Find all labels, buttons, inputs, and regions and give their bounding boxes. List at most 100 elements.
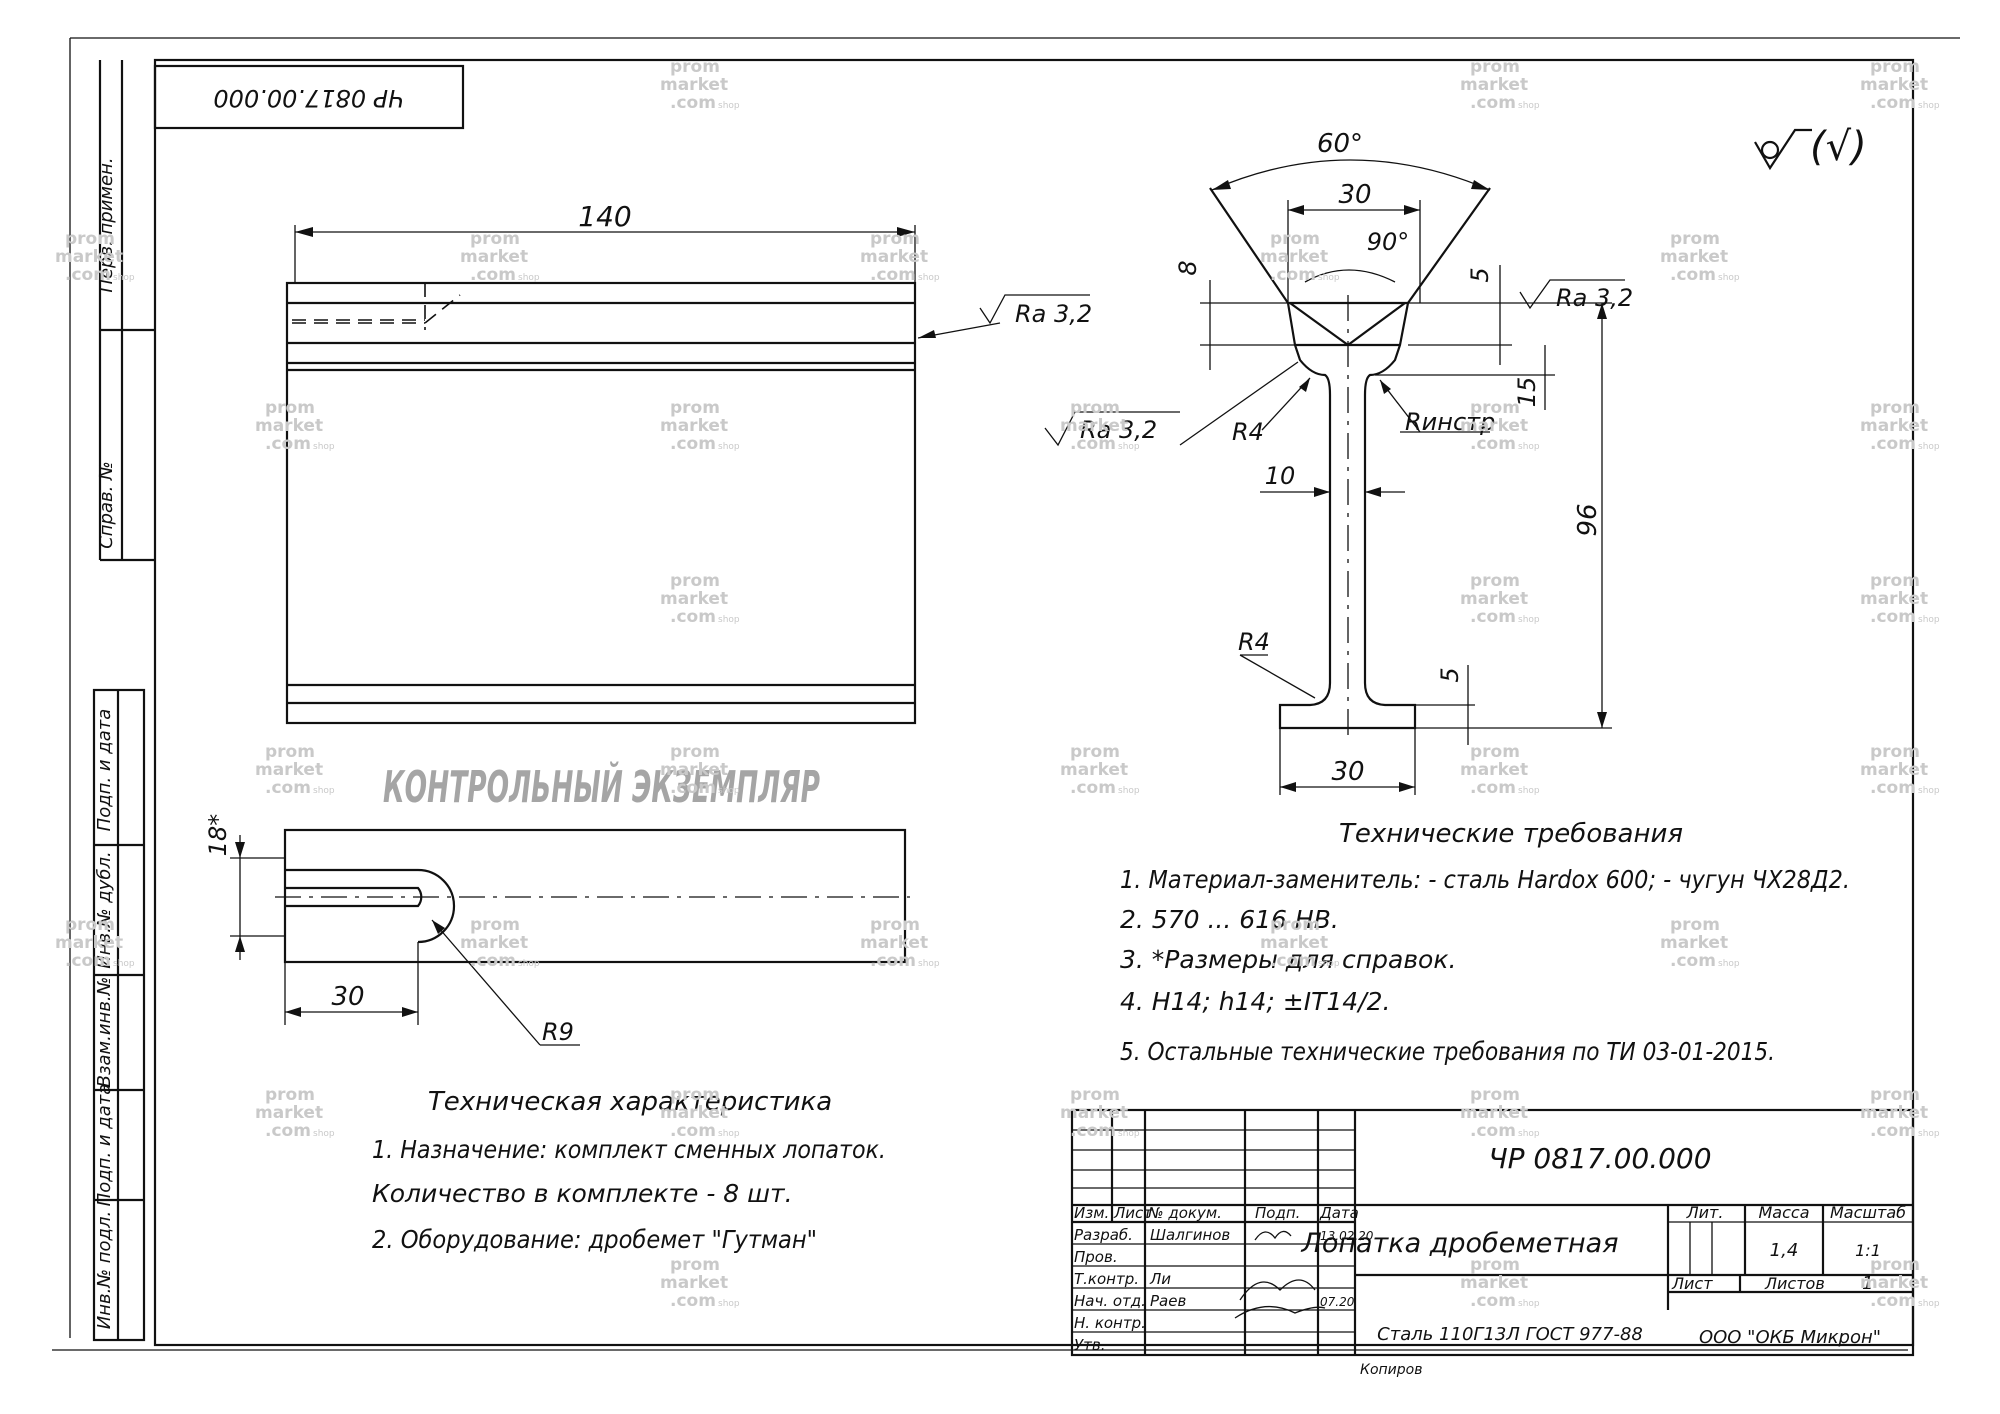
tech-char-title: Техническая характеристика xyxy=(428,1087,832,1117)
svg-text:prom: prom xyxy=(1870,1085,1920,1105)
dim-slot-30: 30 xyxy=(331,982,364,1012)
svg-text:.com: .com xyxy=(265,1121,311,1141)
svg-text:market: market xyxy=(1860,1273,1928,1293)
svg-text:prom: prom xyxy=(1270,229,1320,249)
svg-text:market: market xyxy=(255,760,323,780)
svg-text:.com: .com xyxy=(670,607,716,627)
svg-text:.com: .com xyxy=(1870,607,1916,627)
front-roughness: Ra 3,2 xyxy=(1015,300,1092,328)
svg-text:prom: prom xyxy=(1070,742,1120,762)
svg-text:prom: prom xyxy=(1470,1085,1520,1105)
svg-text:market: market xyxy=(1660,247,1728,267)
tech-char-1: 1. Назначение: комплект сменных лопаток. xyxy=(372,1135,886,1164)
svg-text:shop: shop xyxy=(1918,442,1940,452)
dim-angle-60: 60° xyxy=(1317,129,1363,159)
front-view: 140 Ra 3,2 xyxy=(285,200,1092,725)
svg-text:market: market xyxy=(460,247,528,267)
tb-mass: 1,4 xyxy=(1770,1240,1799,1261)
svg-text:.com: .com xyxy=(1470,434,1516,454)
label-sprav: Справ. № xyxy=(96,461,117,549)
top-stamp-code: ЧР 0817.00.000 xyxy=(213,84,404,112)
svg-text:market: market xyxy=(55,933,123,953)
svg-text:market: market xyxy=(255,1103,323,1123)
svg-text:.com: .com xyxy=(670,1121,716,1141)
svg-text:shop: shop xyxy=(1518,786,1540,796)
svg-text:prom: prom xyxy=(870,229,920,249)
svg-text:.com: .com xyxy=(1870,434,1916,454)
svg-text:shop: shop xyxy=(718,442,740,452)
tb-organization: ООО "ОКБ Микрон" xyxy=(1699,1327,1881,1348)
svg-text:.com: .com xyxy=(1870,1291,1916,1311)
title-block: ЧР 0817.00.000 Лопатка дробеметная Сталь… xyxy=(1070,1108,1915,1357)
tb-name: Лопатка дробеметная xyxy=(1301,1228,1619,1259)
svg-text:shop: shop xyxy=(1518,442,1540,452)
svg-text:market: market xyxy=(1860,1103,1928,1123)
svg-text:.com: .com xyxy=(670,434,716,454)
svg-text:shop: shop xyxy=(718,1129,740,1139)
tb-h-massa: Масса xyxy=(1758,1203,1809,1222)
svg-text:.com: .com xyxy=(1270,951,1316,971)
svg-text:prom: prom xyxy=(65,229,115,249)
svg-text:market: market xyxy=(1060,416,1128,436)
svg-text:prom: prom xyxy=(470,915,520,935)
svg-text:market: market xyxy=(1460,1273,1528,1293)
tb-material: Сталь 110Г13Л ГОСТ 977-88 xyxy=(1377,1324,1643,1345)
svg-text:shop: shop xyxy=(718,786,740,796)
tech-req-1: 1. Материал-заменитель: - сталь Hardox 6… xyxy=(1120,865,1850,894)
tech-req-title: Технические требования xyxy=(1339,819,1683,849)
svg-text:.com: .com xyxy=(1070,1121,1116,1141)
svg-text:shop: shop xyxy=(1518,1129,1540,1139)
tb-h-listov: Листов xyxy=(1764,1274,1825,1293)
svg-text:.com: .com xyxy=(1470,93,1516,113)
svg-text:market: market xyxy=(1260,247,1328,267)
svg-text:shop: shop xyxy=(1718,959,1740,969)
svg-text:shop: shop xyxy=(113,273,135,283)
svg-text:prom: prom xyxy=(1470,398,1520,418)
label-podp-data-2: Подп. и дата xyxy=(94,1084,115,1207)
tech-requirements: Технические требования 1. Материал-замен… xyxy=(1120,819,1850,1066)
svg-text:prom: prom xyxy=(1670,915,1720,935)
svg-text:prom: prom xyxy=(1070,398,1120,418)
plan-view: 18* 30 R9 xyxy=(204,814,910,1046)
dim-r9: R9 xyxy=(542,1018,574,1046)
profile-view: 60° 30 90° 8 5 Ra 3,2 15 96 Ra 3, xyxy=(1044,129,1633,795)
tech-req-4: 4. H14; h14; ±IT14/2. xyxy=(1120,987,1390,1016)
dim-web-10: 10 xyxy=(1265,462,1296,490)
dim-angle-90: 90° xyxy=(1367,228,1410,256)
svg-text:.com: .com xyxy=(670,93,716,113)
svg-text:.com: .com xyxy=(670,778,716,798)
svg-text:.com: .com xyxy=(1470,607,1516,627)
label-inv-podl: Инв.№ подл. xyxy=(94,1211,115,1329)
svg-text:market: market xyxy=(1860,75,1928,95)
dim-height-96: 96 xyxy=(1573,503,1603,536)
svg-text:market: market xyxy=(1060,760,1128,780)
svg-text:.com: .com xyxy=(1070,778,1116,798)
svg-text:shop: shop xyxy=(518,959,540,969)
svg-text:prom: prom xyxy=(1470,571,1520,591)
svg-text:market: market xyxy=(1460,416,1528,436)
dim-18-ref: 18* xyxy=(204,814,232,857)
svg-text:.com: .com xyxy=(870,265,916,285)
svg-text:market: market xyxy=(1860,760,1928,780)
svg-text:market: market xyxy=(660,760,728,780)
svg-text:shop: shop xyxy=(1518,1299,1540,1309)
tb-name-3: Раев xyxy=(1150,1292,1186,1310)
svg-text:prom: prom xyxy=(1470,1255,1520,1275)
svg-text:prom: prom xyxy=(265,742,315,762)
svg-text:prom: prom xyxy=(1870,742,1920,762)
svg-text:prom: prom xyxy=(1070,1085,1120,1105)
